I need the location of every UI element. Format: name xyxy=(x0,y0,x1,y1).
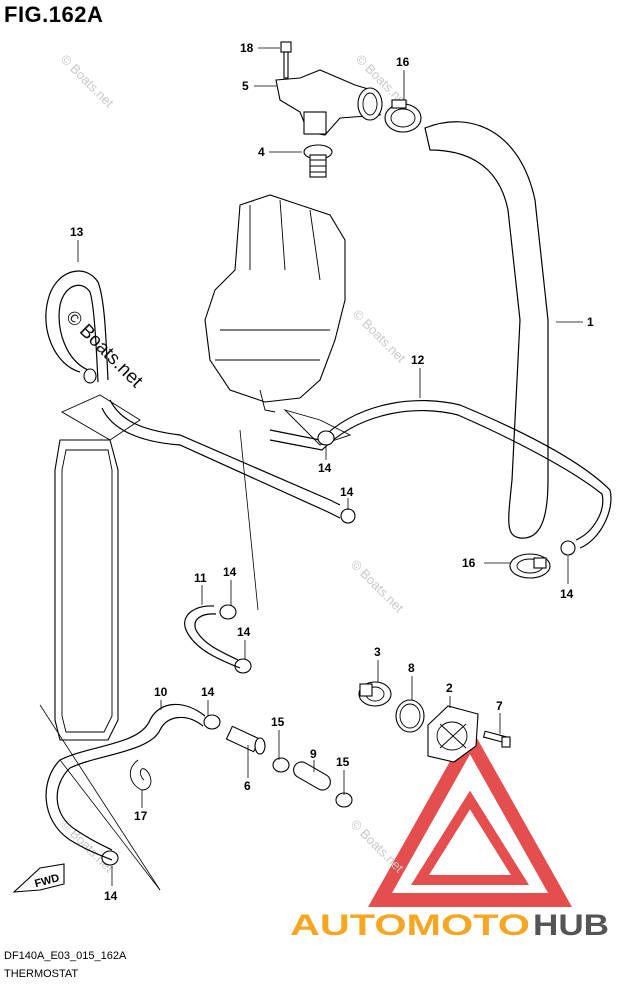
callout-5: 5 xyxy=(242,79,249,93)
engine-block xyxy=(204,194,346,413)
cooling-cover xyxy=(54,439,119,741)
part-6-fitting xyxy=(225,725,266,755)
clamp-14 xyxy=(340,508,356,524)
part-2-housing xyxy=(427,705,479,763)
callout-13: 13 xyxy=(70,225,84,239)
part-13-hose xyxy=(45,270,109,383)
part-7-bolt xyxy=(482,730,511,748)
logo-triangle-inner xyxy=(410,790,530,885)
callout-14: 14 xyxy=(560,587,574,601)
watermark: © Boats.net xyxy=(58,817,117,876)
part-8-o-ring xyxy=(395,699,425,733)
callout-2: 2 xyxy=(446,681,453,695)
callout-15: 15 xyxy=(271,715,285,729)
part-15-clamps xyxy=(272,757,353,808)
callout-11: 11 xyxy=(194,571,207,585)
watermark: © Boats.net xyxy=(350,307,409,366)
part-12-hose xyxy=(61,394,612,549)
part-5-thermostat-cover xyxy=(275,69,383,136)
clamp-14 xyxy=(234,658,252,674)
part-9-hose xyxy=(293,761,331,791)
clamp-14 xyxy=(101,850,119,866)
forward-arrow: FWD xyxy=(12,863,65,893)
callout-labels: 18 5 16 4 13 1 12 14 14 16 14 11 14 14 3… xyxy=(70,41,594,903)
part-14-clamps xyxy=(83,368,576,866)
callout-17: 17 xyxy=(134,809,148,823)
clamp-14 xyxy=(317,430,335,446)
callout-7: 7 xyxy=(496,699,503,713)
part-16-clamp-upper xyxy=(384,99,422,133)
clamp-14 xyxy=(560,540,576,556)
logo-text-automoto: AUTOMOTO xyxy=(290,909,530,942)
part-17-clip xyxy=(129,759,152,791)
callout-18: 18 xyxy=(240,41,254,55)
clamp-14 xyxy=(203,714,221,730)
watermark: © Boats.net xyxy=(348,557,407,616)
callout-14: 14 xyxy=(318,461,332,475)
callout-8: 8 xyxy=(408,661,415,675)
callout-1: 1 xyxy=(587,315,594,329)
logo-triangle-outer xyxy=(368,725,572,907)
callout-6: 6 xyxy=(244,779,251,793)
clamp-15 xyxy=(272,757,290,773)
automotohub-logo-triangle xyxy=(368,725,572,907)
part-16-clamp-lower xyxy=(509,553,551,579)
logo-text-hub: HUB xyxy=(533,909,609,942)
figure-title: FIG.162A xyxy=(4,2,104,27)
callout-12: 12 xyxy=(411,353,425,367)
callout-9: 9 xyxy=(310,747,317,761)
automotohub-logo: AUTOMOTO HUB xyxy=(290,909,609,942)
callout-14: 14 xyxy=(340,485,354,499)
part-11-hose xyxy=(184,429,259,669)
callout-15: 15 xyxy=(336,755,350,769)
part-3-thermostat xyxy=(358,681,392,707)
clamp-15 xyxy=(335,792,353,808)
watermark: © Boats.net xyxy=(348,817,407,876)
part-18-bolt xyxy=(280,41,292,79)
callout-14: 14 xyxy=(201,685,215,699)
figure-name: THERMOSTAT xyxy=(4,968,79,980)
clamp-14 xyxy=(83,368,97,384)
callout-3: 3 xyxy=(374,645,381,659)
callout-16: 16 xyxy=(396,55,410,69)
callout-14: 14 xyxy=(237,625,251,639)
part-1-hose xyxy=(424,121,549,539)
watermark: © Boats.net xyxy=(58,52,117,111)
part-4-thermostat xyxy=(303,144,333,178)
leader-lines xyxy=(77,47,583,886)
clamp-14 xyxy=(219,604,237,620)
callout-4: 4 xyxy=(258,145,265,159)
figure-code: DF140A_E03_015_162A xyxy=(4,950,127,962)
callout-16: 16 xyxy=(462,556,476,570)
callout-14: 14 xyxy=(104,889,118,903)
callout-10: 10 xyxy=(154,685,168,699)
part-10-hose xyxy=(39,703,206,891)
callout-14: 14 xyxy=(223,565,237,579)
